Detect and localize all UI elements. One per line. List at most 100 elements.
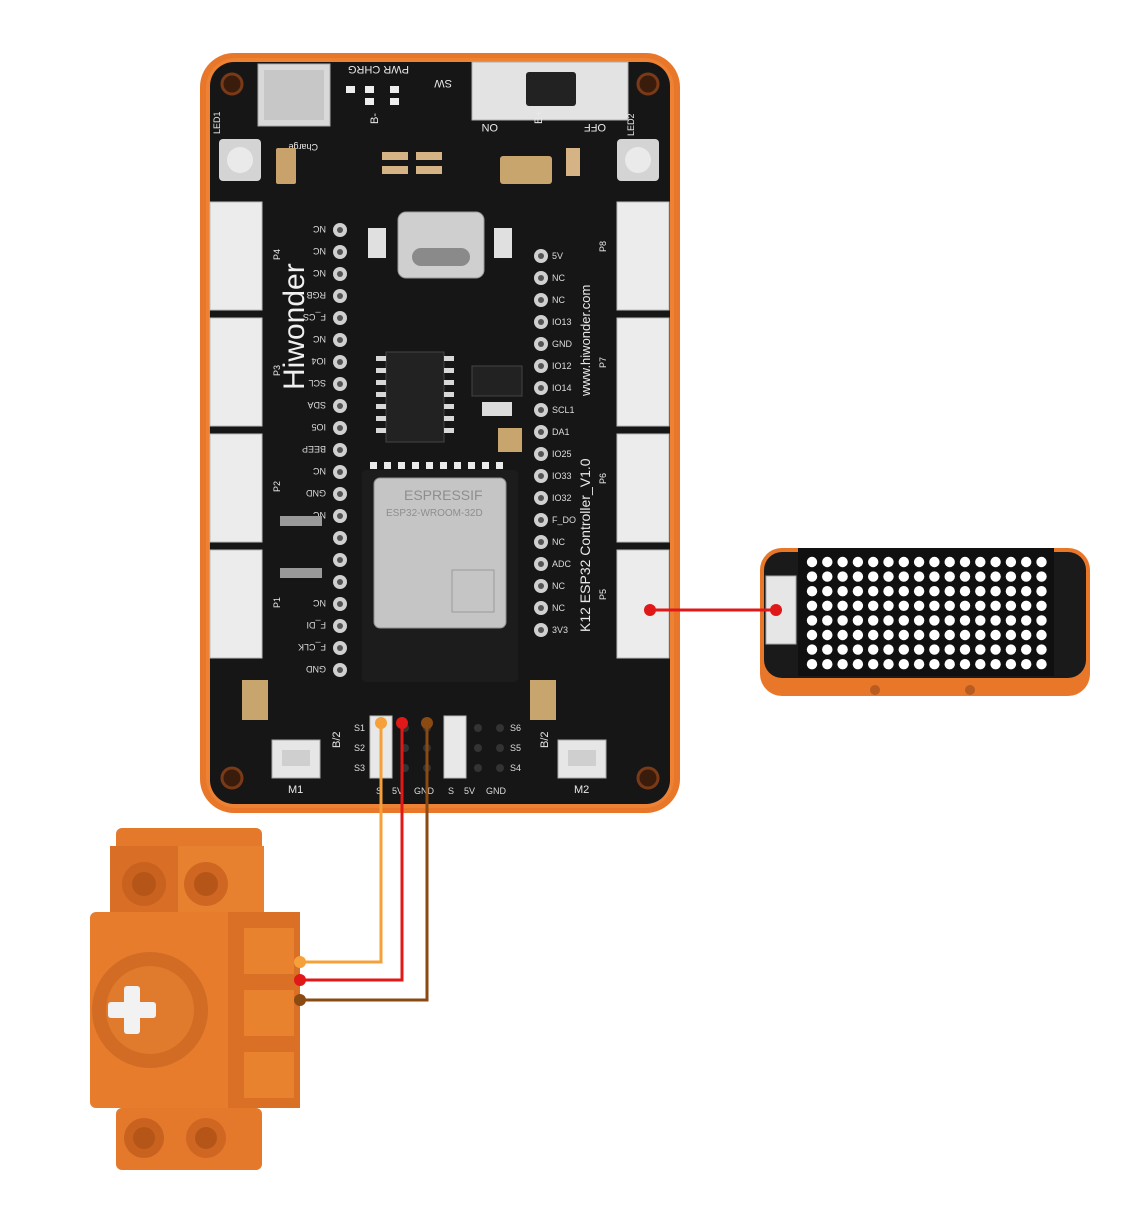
- matrix-led: [944, 600, 955, 611]
- pin-label: IO12: [552, 361, 572, 371]
- matrix-led: [806, 556, 818, 568]
- pin-label: ADC: [552, 559, 572, 569]
- matrix-led: [883, 556, 894, 568]
- matrix-led: [898, 629, 909, 641]
- port-p2[interactable]: [209, 433, 263, 543]
- matrix-led: [868, 586, 879, 597]
- matrix-led: [837, 586, 848, 597]
- pin-label: F_DI: [306, 620, 326, 630]
- matrix-led: [1020, 644, 1032, 655]
- matrix-led: [975, 571, 986, 582]
- matrix-led: [883, 571, 894, 582]
- matrix-led: [837, 659, 848, 670]
- matrix-led: [837, 644, 848, 655]
- motor-port-m2[interactable]: [557, 739, 607, 779]
- pin-label: DA1: [552, 427, 570, 437]
- matrix-led: [822, 556, 833, 568]
- matrix-led: [1036, 615, 1047, 626]
- matrix-led: [975, 659, 986, 670]
- matrix-led: [1005, 659, 1017, 670]
- inductor: [498, 428, 522, 452]
- right-port-connectors: [616, 201, 670, 659]
- matrix-led: [852, 659, 864, 670]
- matrix-led: [944, 644, 955, 655]
- port-label-p4: P4: [272, 249, 282, 260]
- pin-label: GND: [306, 488, 327, 498]
- matrix-led: [1020, 659, 1032, 670]
- matrix-led: [913, 629, 925, 641]
- servo-col-label: S: [376, 786, 382, 796]
- power-switch-knob[interactable]: [526, 72, 576, 106]
- matrix-leds: [806, 556, 1047, 670]
- matrix-led: [929, 571, 940, 582]
- matrix-led: [822, 629, 833, 641]
- matrix-led: [837, 615, 848, 626]
- matrix-led: [837, 556, 848, 568]
- servo-row-label: S2: [354, 743, 365, 753]
- servo-shaft-icon[interactable]: [108, 986, 156, 1034]
- boot-button[interactable]: [368, 228, 386, 258]
- servo-power-wire: [300, 723, 404, 982]
- servo-col-label: S: [448, 786, 454, 796]
- pin-label: BEEP: [302, 444, 326, 454]
- pin-label: IO25: [552, 449, 572, 459]
- servo-row-label: S6: [510, 723, 521, 733]
- matrix-led: [944, 556, 955, 568]
- port-label-p8: P8: [598, 241, 608, 252]
- matrix-led: [990, 615, 1001, 626]
- port-p4[interactable]: [209, 201, 263, 311]
- matrix-led: [868, 571, 879, 582]
- port-p6[interactable]: [616, 433, 670, 543]
- port-p7[interactable]: [616, 317, 670, 427]
- servo-col-label: 5V: [392, 786, 403, 796]
- pwr-chrg-label: PWR CHRG: [348, 63, 409, 75]
- usb-c-port[interactable]: [397, 211, 485, 279]
- matrix-led: [944, 586, 955, 597]
- left-port-connectors: [209, 201, 263, 659]
- servo-signal-wire: [300, 723, 383, 964]
- matrix-led: [959, 571, 971, 582]
- charge-label: Charge: [288, 142, 318, 152]
- small-ic-1: [280, 516, 322, 526]
- pin-label: NC: [313, 246, 326, 256]
- on-label: ON: [481, 121, 498, 133]
- matrix-led: [822, 659, 833, 670]
- matrix-led: [913, 659, 925, 670]
- m2-label: M2: [574, 784, 589, 796]
- port-p3[interactable]: [209, 317, 263, 427]
- matrix-led: [883, 644, 894, 655]
- matrix-led: [913, 600, 925, 611]
- matrix-led: [868, 629, 879, 641]
- matrix-led: [959, 644, 971, 655]
- servo-row-label: S1: [354, 723, 365, 733]
- matrix-led: [990, 586, 1001, 597]
- port-p8[interactable]: [616, 201, 670, 311]
- pin-label: NC: [552, 295, 565, 305]
- pin-label: SDA: [307, 400, 326, 410]
- port-label-p1: P1: [272, 597, 282, 608]
- left-header-pins: [333, 223, 347, 677]
- matrix-led: [944, 615, 955, 626]
- matrix-led: [975, 556, 986, 568]
- matrix-led: [990, 659, 1001, 670]
- reset-button[interactable]: [494, 228, 512, 258]
- pin-label: IO5: [311, 422, 326, 432]
- matrix-led: [868, 659, 879, 670]
- pin-label: GND: [306, 664, 327, 674]
- pin-label: NC: [313, 510, 326, 520]
- b2-right-label: B/2: [539, 731, 551, 748]
- matrix-led: [898, 600, 909, 611]
- port-p1[interactable]: [209, 549, 263, 659]
- matrix-led: [822, 571, 833, 582]
- pin-label: F_DO: [552, 515, 576, 525]
- matrix-led: [852, 571, 864, 582]
- matrix-led: [959, 586, 971, 597]
- qr-code-icon: [451, 569, 495, 613]
- port-p5[interactable]: [616, 549, 670, 659]
- matrix-led: [944, 659, 955, 670]
- matrix-led: [913, 615, 925, 626]
- pin-label: RGB: [306, 290, 326, 300]
- matrix-led: [1005, 644, 1017, 655]
- matrix-led: [959, 629, 971, 641]
- pin-label: 3V3: [552, 625, 568, 635]
